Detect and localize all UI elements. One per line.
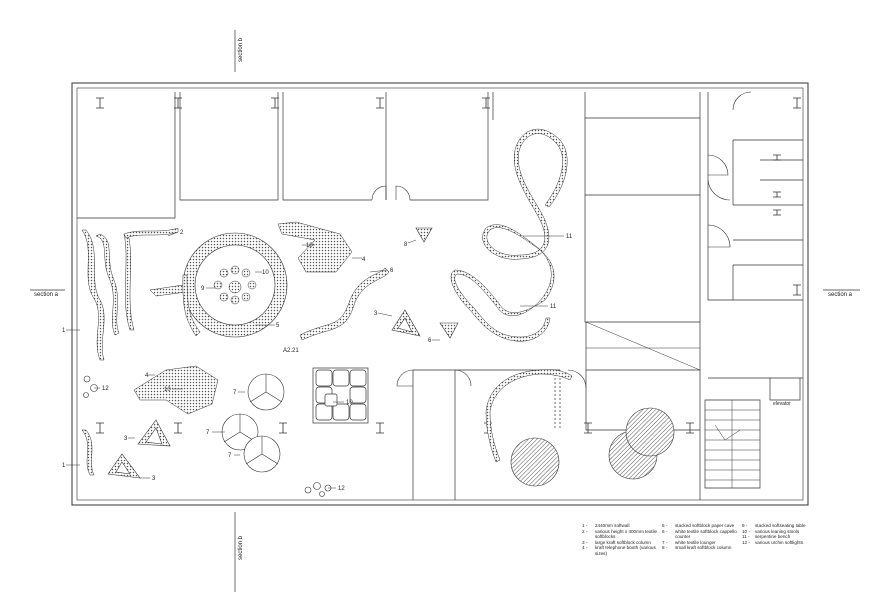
legend-num: 12 -: [742, 539, 750, 545]
legend-text: stacked softblock paper cave: [675, 523, 735, 528]
outer-walls: [71, 82, 809, 506]
section-b-bottom-label: section b: [238, 535, 244, 560]
telephone-booths: [133, 221, 353, 415]
legend-text: various height x 400mm textile softblock…: [595, 528, 658, 540]
callout-3-left: 3: [124, 436, 128, 442]
softseating-table: [312, 367, 369, 424]
legend-num: 3 -: [582, 539, 588, 545]
legend-item: 12 - various urchin softlights: [742, 540, 822, 546]
legend-item: 3 - large kraft softblock column: [582, 540, 662, 546]
callout-6-top: 6: [390, 268, 394, 274]
white-loungers: [221, 373, 285, 473]
legend-item: 1 - 2440mm softwall: [582, 523, 662, 529]
section-a-left-label: section a: [34, 292, 59, 298]
room-label: A2.21: [283, 348, 299, 354]
legend-col-2: 5 - stacked softblock paper cave 6 - white…: [662, 523, 742, 583]
callout-numbers: 1 1 2 10 10 4 6 11 11 5 9 8 6 3 4 10 3 3…: [62, 230, 573, 492]
callout-10-booth: 10: [306, 243, 313, 249]
legend-text: white textile lounger: [675, 539, 716, 545]
section-markers: [30, 30, 860, 592]
callout-4-top: 4: [362, 257, 366, 263]
legend-num: 5 -: [662, 523, 668, 528]
cappello-counter: [299, 267, 573, 463]
top-rooms: [77, 92, 803, 323]
callout-7-c: 7: [228, 453, 232, 459]
callout-10-table: 10: [346, 400, 353, 406]
callout-6-mid: 6: [428, 338, 432, 344]
legend-text: 2440mm softwall: [595, 523, 630, 528]
legend-num: 2 -: [582, 528, 588, 534]
legend-text: large kraft softblock column: [595, 539, 651, 545]
columns: [96, 97, 801, 434]
legend-num: 8 -: [662, 545, 668, 551]
legend-num: 1 -: [582, 523, 588, 528]
legend-item: 6 - white textile softblock cappello coun…: [662, 529, 742, 540]
legend-text: serpentine bench: [755, 534, 791, 540]
callout-3-mid: 3: [374, 311, 378, 317]
legend-text: stacked softseating table: [755, 523, 806, 528]
callout-7-a: 7: [233, 390, 237, 396]
legend-item: 2 - various height x 400mm textile softbl…: [582, 529, 662, 540]
callout-1-top: 1: [62, 328, 66, 334]
softwall: [81, 227, 179, 476]
legend-text: small kraft softblock column: [675, 545, 732, 551]
legend-text: various urchin softlights: [755, 539, 804, 545]
legend-num: 7 -: [662, 539, 668, 545]
legend-item: 8 - small kraft softblock column: [662, 545, 742, 551]
callout-5: 5: [276, 323, 280, 329]
callout-4-bottom: 4: [145, 373, 149, 379]
callout-11-bottom: 11: [550, 304, 557, 310]
lower-rooms: [412, 321, 803, 500]
elevator-label: elevator: [773, 401, 791, 407]
legend-item: 10 - various leaning stools: [742, 529, 822, 535]
legend-num: 6 -: [662, 528, 668, 534]
urchin-softlights: [83, 375, 332, 497]
section-a-right-label: section a: [828, 292, 853, 298]
callout-leaders: [66, 231, 564, 489]
legend-col-1: 1 - 2440mm softwall 2 - various height x 4…: [582, 523, 662, 583]
legend-num: 4 -: [582, 545, 588, 551]
callout-12-left: 12: [102, 386, 109, 392]
serpentine-bench: [450, 129, 568, 342]
callout-1-bottom: 1: [62, 463, 66, 469]
legend-text: kraft telephone booth (various sizes): [595, 545, 656, 556]
legend-text: various leaning stools: [755, 528, 800, 534]
callout-8: 8: [404, 242, 408, 248]
legend-item: 7 - white textile lounger: [662, 540, 742, 546]
callout-10-booth2: 10: [164, 387, 171, 393]
hatched-rugs: [510, 407, 675, 487]
stair: [705, 400, 760, 488]
legend-col-3: 9 - stacked softseating table 10 - various…: [742, 523, 822, 583]
callout-7-b: 7: [206, 430, 210, 436]
legend-item: 5 - stacked softblock paper cave: [662, 523, 742, 529]
callout-3-bottom: 3: [152, 476, 156, 482]
section-b-top-label: section b: [238, 37, 244, 62]
callout-10-ring: 10: [262, 270, 269, 276]
legend-num: 10 -: [742, 528, 750, 534]
legend-num: 11 -: [742, 534, 750, 540]
callout-11-top: 11: [566, 234, 573, 240]
legend-item: 9 - stacked softseating table: [742, 523, 822, 529]
callout-2: 2: [180, 230, 184, 236]
kraft-columns: [107, 227, 459, 479]
callout-9: 9: [201, 286, 205, 292]
legend-num: 9 -: [742, 523, 748, 528]
legend: 1 - 2440mm softwall 2 - various height x 4…: [582, 523, 822, 583]
legend-item: 11 - serpentine bench: [742, 534, 822, 540]
legend-text: white textile softblock cappello counter: [675, 528, 737, 540]
callout-12-bottom: 12: [338, 486, 345, 492]
legend-item: 4 - kraft telephone booth (various sizes): [582, 545, 662, 556]
